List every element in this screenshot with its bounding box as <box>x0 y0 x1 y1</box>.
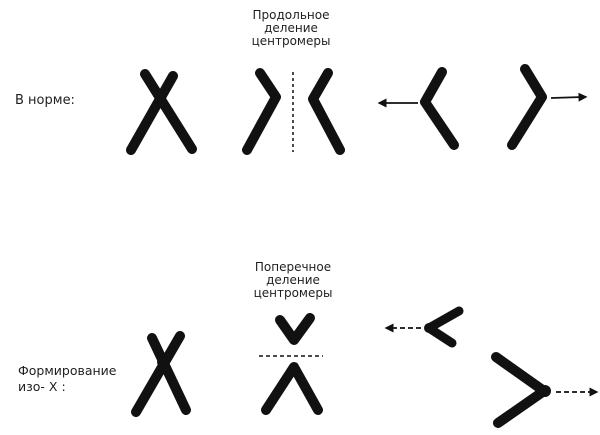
caption-line: деление <box>264 21 318 35</box>
caption-transverse-division: Поперечное деление центромеры <box>234 261 352 300</box>
caption-line: центромеры <box>253 286 333 300</box>
upper-arm-pair-icon <box>275 313 315 345</box>
row-label-iso-x-line2: изо- X : <box>18 379 66 394</box>
arrow-right-icon <box>550 92 588 102</box>
caption-line: Продольное <box>252 8 330 22</box>
iso-chromosome-upper-icon <box>384 306 464 348</box>
caption-longitudinal-division: Продольное деление центромеры <box>232 9 350 48</box>
caption-line: Поперечное <box>254 260 332 274</box>
x-chromosome-iso-icon <box>131 331 191 417</box>
lower-arm-pair-icon <box>261 362 323 415</box>
row-label-iso-x-line1: Формирование <box>18 363 117 378</box>
caption-line: центромеры <box>251 34 331 48</box>
caption-line: деление <box>266 273 320 287</box>
right-chromatid-icon <box>308 68 345 155</box>
separated-chromatid-left-icon <box>377 67 459 150</box>
row-label-normal: В норме: <box>15 93 75 108</box>
iso-chromosome-lower-icon <box>491 352 599 428</box>
left-chromatid-icon <box>242 68 281 155</box>
separated-chromatid-right-icon <box>507 64 588 150</box>
x-chromosome-normal-icon <box>126 69 197 155</box>
